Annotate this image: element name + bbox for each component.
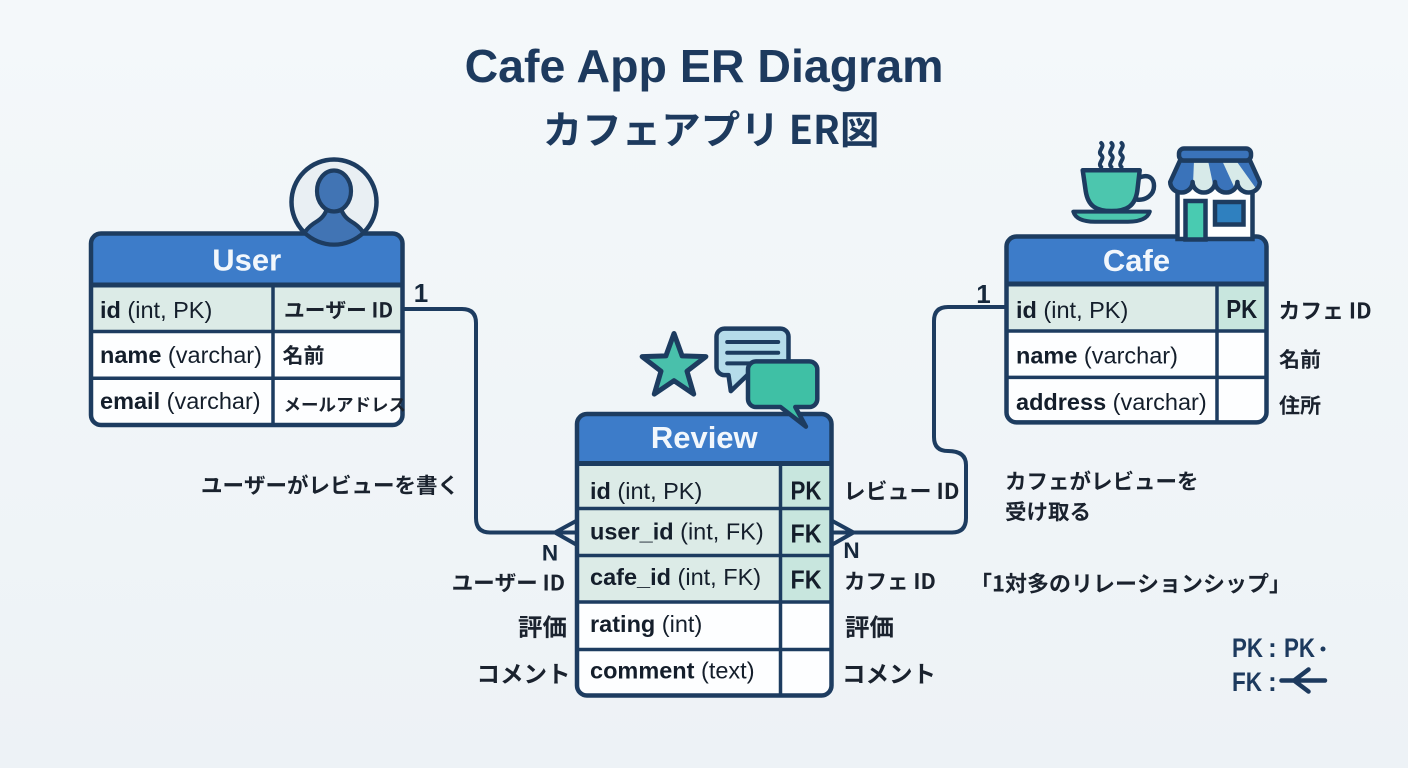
svg-text:rating (int): rating (int) [590,611,702,637]
svg-text::: : [1268,667,1277,697]
svg-text::: : [1268,633,1277,663]
svg-text:FK: FK [791,565,822,595]
svg-text:FK: FK [791,519,822,549]
svg-text:address (varchar): address (varchar) [1016,389,1207,415]
svg-text:user_id (int, FK): user_id (int, FK) [590,519,764,545]
svg-text:Cafe: Cafe [1103,243,1170,278]
svg-text:PK: PK [1232,633,1263,663]
svg-text:id (int, PK): id (int, PK) [100,297,212,323]
svg-text:PK: PK [1226,294,1257,324]
svg-text:comment (text): comment (text) [590,658,755,684]
svg-text:N: N [542,541,558,566]
svg-text:PK: PK [791,476,822,506]
svg-text:name (varchar): name (varchar) [100,342,262,368]
svg-text:name (varchar): name (varchar) [1016,343,1178,369]
svg-text:N: N [843,538,859,563]
svg-text:email (varchar): email (varchar) [100,388,261,414]
svg-text:id (int, PK): id (int, PK) [590,478,702,504]
svg-text:1: 1 [976,279,990,309]
svg-text:1: 1 [414,278,428,308]
svg-text:cafe_id (int, FK): cafe_id (int, FK) [590,564,761,590]
svg-text:Review: Review [651,420,759,455]
svg-text:PK: PK [1284,633,1315,663]
svg-text:Cafe App ER Diagram: Cafe App ER Diagram [465,40,944,92]
svg-text:id (int, PK): id (int, PK) [1016,297,1128,323]
svg-text:FK: FK [1232,667,1262,697]
svg-text:User: User [212,243,281,278]
